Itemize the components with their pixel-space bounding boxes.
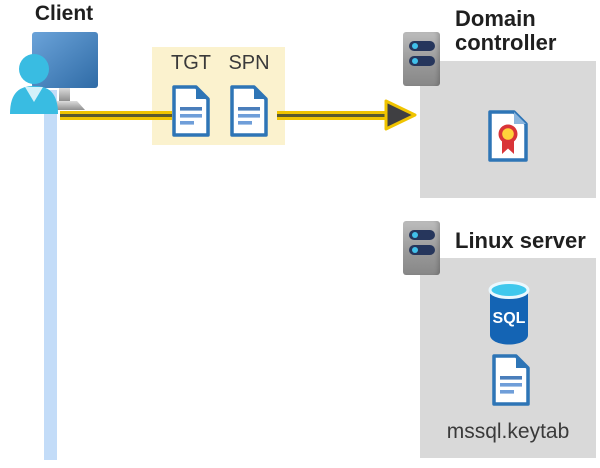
client-label: Client — [34, 2, 94, 25]
server-led — [412, 43, 418, 49]
certificate-icon — [488, 110, 528, 162]
tgt-document-icon — [172, 85, 210, 137]
server-drive-bay — [409, 41, 435, 51]
linux-server-label: Linux server — [455, 228, 586, 253]
server-led — [412, 247, 418, 253]
keytab-document-icon — [492, 354, 530, 406]
server-drive-bay — [409, 245, 435, 255]
linux-server-icon — [403, 221, 440, 275]
arrow-line-right-segment — [277, 111, 385, 120]
server-led — [412, 232, 418, 238]
tgt-label: TGT — [171, 52, 211, 74]
arrowhead-icon — [384, 99, 417, 131]
server-led — [412, 58, 418, 64]
sql-label: SQL — [493, 310, 526, 327]
client-icon — [10, 32, 98, 114]
domain-controller-label: Domain controller — [455, 6, 557, 55]
arrow-line-left-segment — [60, 111, 172, 120]
server-drive-bay — [409, 230, 435, 240]
sql-database-icon: SQL — [488, 281, 530, 345]
keytab-filename-label: mssql.keytab — [446, 420, 570, 443]
spn-document-icon — [230, 85, 268, 137]
server-drive-bay — [409, 56, 435, 66]
client-timeline-line — [44, 90, 57, 460]
domain-controller-server-icon — [403, 32, 440, 86]
spn-label: SPN — [228, 52, 270, 74]
person-icon — [10, 54, 58, 114]
